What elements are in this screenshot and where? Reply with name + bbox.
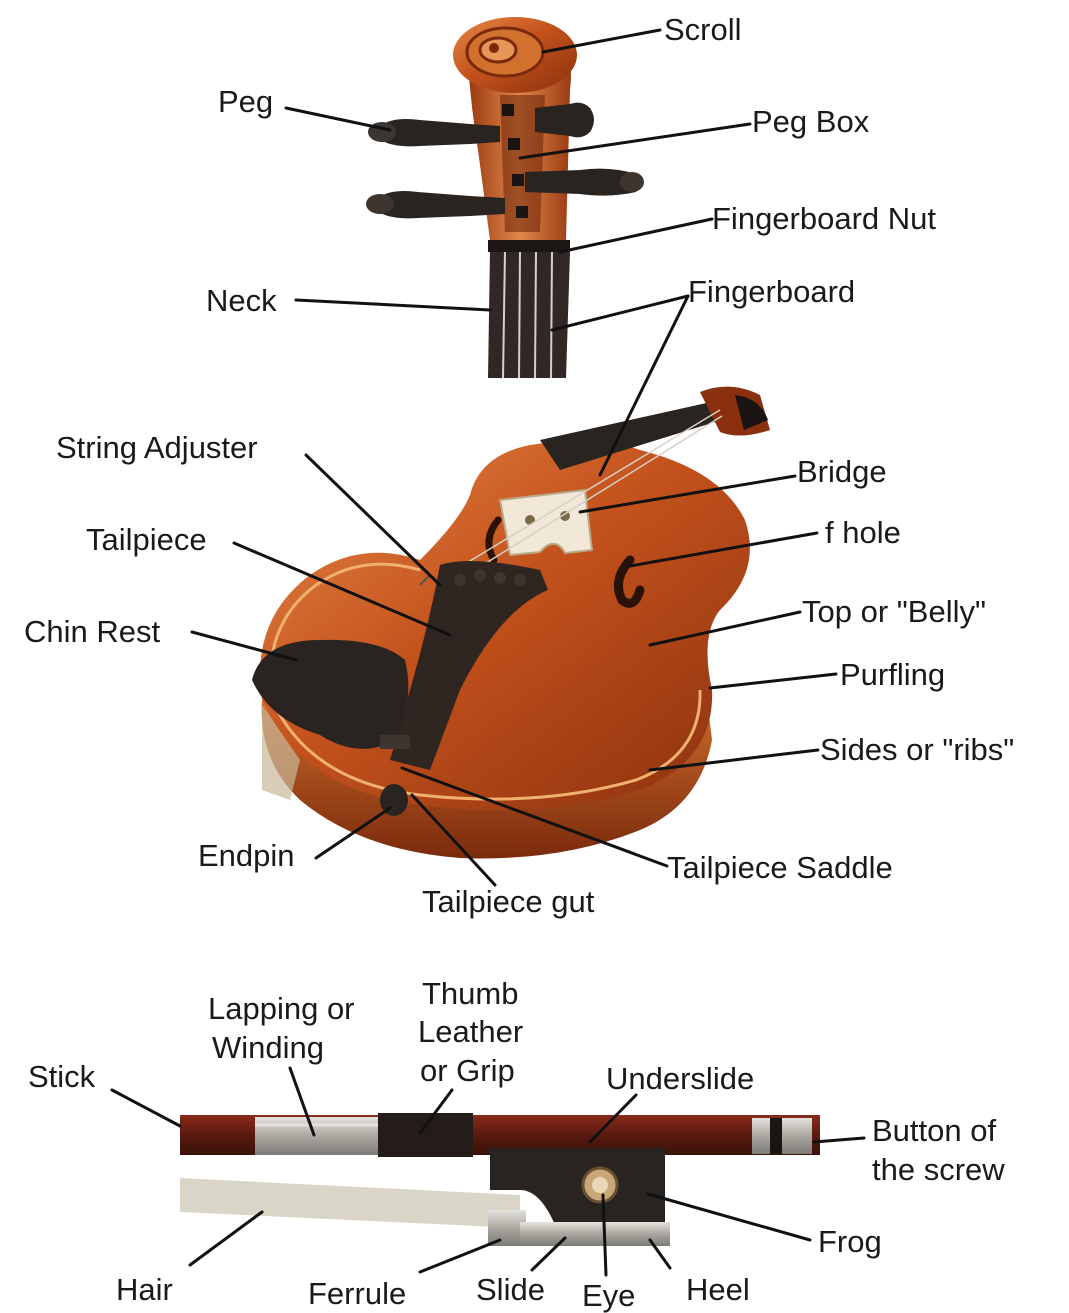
label-scroll: Scroll	[664, 12, 742, 47]
label-lapping-line2: Winding	[212, 1030, 324, 1065]
label-thumb-line3: or Grip	[420, 1053, 515, 1088]
label-sides-ribs: Sides or "ribs"	[820, 732, 1014, 767]
label-peg: Peg	[218, 84, 273, 119]
violin-head-illustration	[366, 17, 644, 378]
label-peg-box: Peg Box	[752, 104, 870, 139]
lapping-shape	[255, 1117, 385, 1155]
thumb-leather-shape	[378, 1113, 473, 1157]
label-f-hole: f hole	[825, 515, 901, 550]
nut-shape	[488, 240, 570, 252]
label-eye: Eye	[582, 1278, 635, 1313]
label-tailpiece-gut: Tailpiece gut	[422, 884, 595, 919]
label-stick: Stick	[28, 1059, 96, 1094]
label-chin-rest: Chin Rest	[24, 614, 160, 649]
label-frog: Frog	[818, 1224, 882, 1259]
label-button-line2: the screw	[872, 1152, 1005, 1187]
saddle-shape	[380, 735, 410, 749]
label-heel: Heel	[686, 1272, 750, 1307]
label-ferrule: Ferrule	[308, 1276, 406, 1311]
label-neck: Neck	[206, 283, 277, 318]
label-endpin: Endpin	[198, 838, 295, 873]
label-tailpiece-saddle: Tailpiece Saddle	[667, 850, 893, 885]
hair-shape	[180, 1178, 520, 1228]
label-thumb-line1: Thumb	[422, 976, 518, 1011]
violin-body-illustration	[252, 387, 770, 859]
label-purfling: Purfling	[840, 657, 945, 692]
label-bridge: Bridge	[797, 454, 887, 489]
label-slide: Slide	[476, 1272, 545, 1307]
label-underslide: Underslide	[606, 1061, 754, 1096]
label-string-adjuster: String Adjuster	[56, 430, 258, 465]
label-thumb-line2: Leather	[418, 1014, 523, 1049]
slide-shape	[520, 1222, 670, 1246]
label-hair: Hair	[116, 1272, 173, 1307]
label-fingerboard: Fingerboard	[688, 274, 855, 309]
scroll-shape	[453, 17, 577, 93]
fingerboard-shape	[488, 250, 570, 378]
label-lapping-line1: Lapping or	[208, 991, 355, 1026]
label-fingerboard-nut: Fingerboard Nut	[712, 201, 936, 236]
label-button-line1: Button of	[872, 1113, 996, 1148]
bow-illustration	[180, 1113, 820, 1246]
label-top-belly: Top or "Belly"	[802, 594, 986, 629]
label-tailpiece: Tailpiece	[86, 522, 207, 557]
